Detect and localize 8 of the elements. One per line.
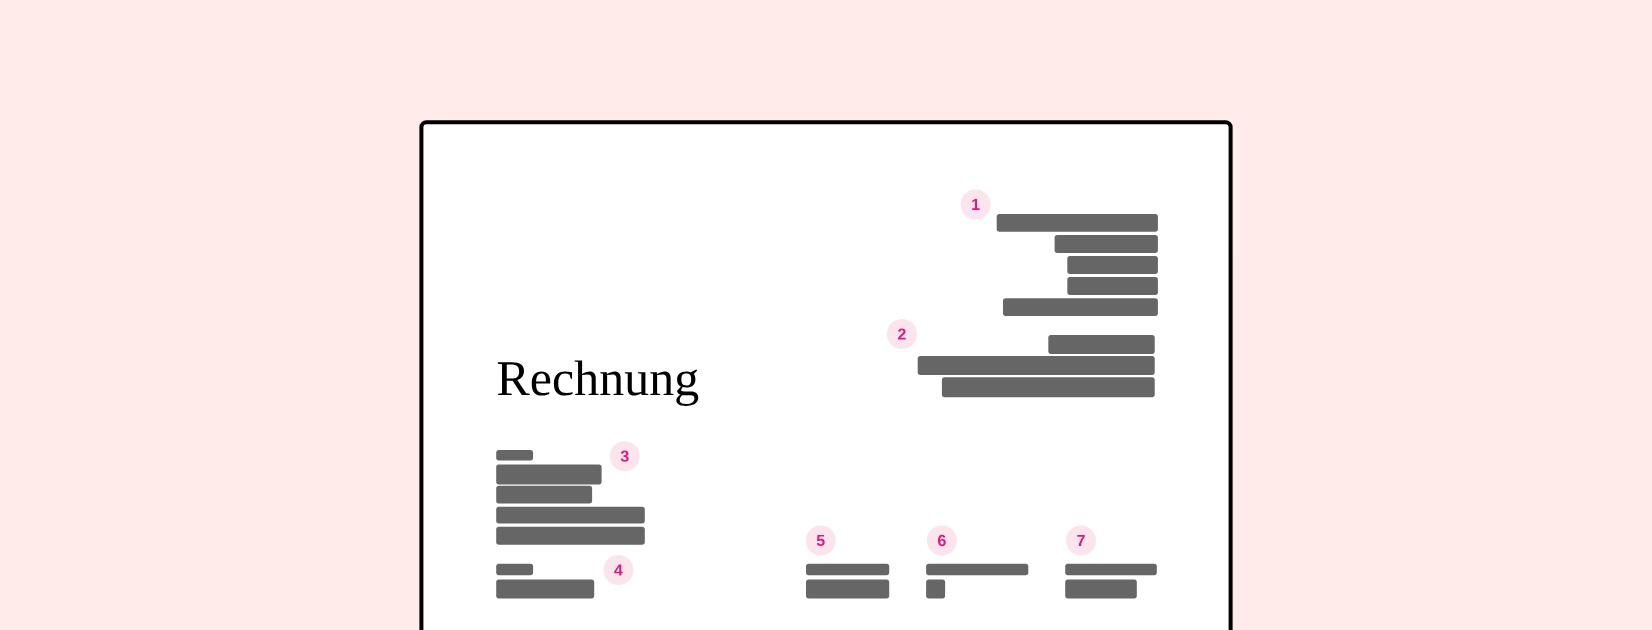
callout-number: 1 <box>960 189 991 220</box>
invoice-heading: Rechnung <box>497 360 699 406</box>
callout-number: 6 <box>926 525 957 556</box>
callout-number: 4 <box>603 555 634 585</box>
callout-number: 5 <box>805 525 836 556</box>
callout-number: 7 <box>1066 525 1096 556</box>
callout-number: 3 <box>609 441 640 472</box>
callout-number: 2 <box>886 319 917 349</box>
